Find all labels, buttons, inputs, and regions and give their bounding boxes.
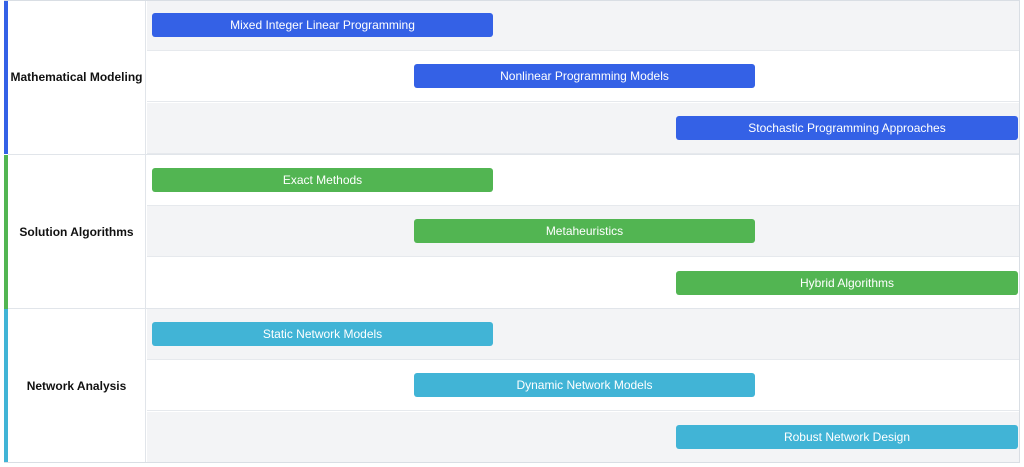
board-right-border — [1019, 0, 1020, 463]
task-row: Metaheuristics — [147, 206, 1020, 257]
group-label-cell: Mathematical Modeling — [8, 0, 146, 154]
task-bar[interactable]: Static Network Models — [152, 322, 493, 346]
task-bar[interactable]: Exact Methods — [152, 168, 493, 192]
group-divider — [8, 154, 1020, 155]
task-row: Exact Methods — [147, 155, 1020, 206]
group-label-cell: Solution Algorithms — [8, 155, 146, 309]
task-row: Robust Network Design — [147, 412, 1020, 463]
task-bar[interactable]: Robust Network Design — [676, 425, 1018, 449]
group-label-cell: Network Analysis — [8, 309, 146, 463]
task-row: Hybrid Algorithms — [147, 258, 1020, 309]
task-row: Static Network Models — [147, 309, 1020, 360]
task-row: Dynamic Network Models — [147, 360, 1020, 411]
task-bar[interactable]: Stochastic Programming Approaches — [676, 116, 1018, 140]
group-solution-algorithms: Solution Algorithms Exact Methods Metahe… — [4, 155, 1020, 309]
task-bar[interactable]: Nonlinear Programming Models — [414, 64, 755, 88]
board-top-border — [4, 0, 1020, 1]
group-mathematical-modeling: Mathematical Modeling Mixed Integer Line… — [4, 0, 1020, 154]
task-bar[interactable]: Mixed Integer Linear Programming — [152, 13, 493, 37]
group-label: Mathematical Modeling — [10, 70, 142, 84]
group-label: Solution Algorithms — [19, 225, 133, 239]
task-bar[interactable]: Dynamic Network Models — [414, 373, 755, 397]
group-label: Network Analysis — [27, 379, 127, 393]
board-bottom-border — [4, 462, 1020, 463]
group-network-analysis: Network Analysis Static Network Models D… — [4, 309, 1020, 463]
task-row: Stochastic Programming Approaches — [147, 103, 1020, 154]
task-row: Mixed Integer Linear Programming — [147, 0, 1020, 51]
task-bar[interactable]: Metaheuristics — [414, 219, 755, 243]
group-divider — [8, 308, 1020, 309]
task-row: Nonlinear Programming Models — [147, 51, 1020, 102]
task-bar[interactable]: Hybrid Algorithms — [676, 271, 1018, 295]
